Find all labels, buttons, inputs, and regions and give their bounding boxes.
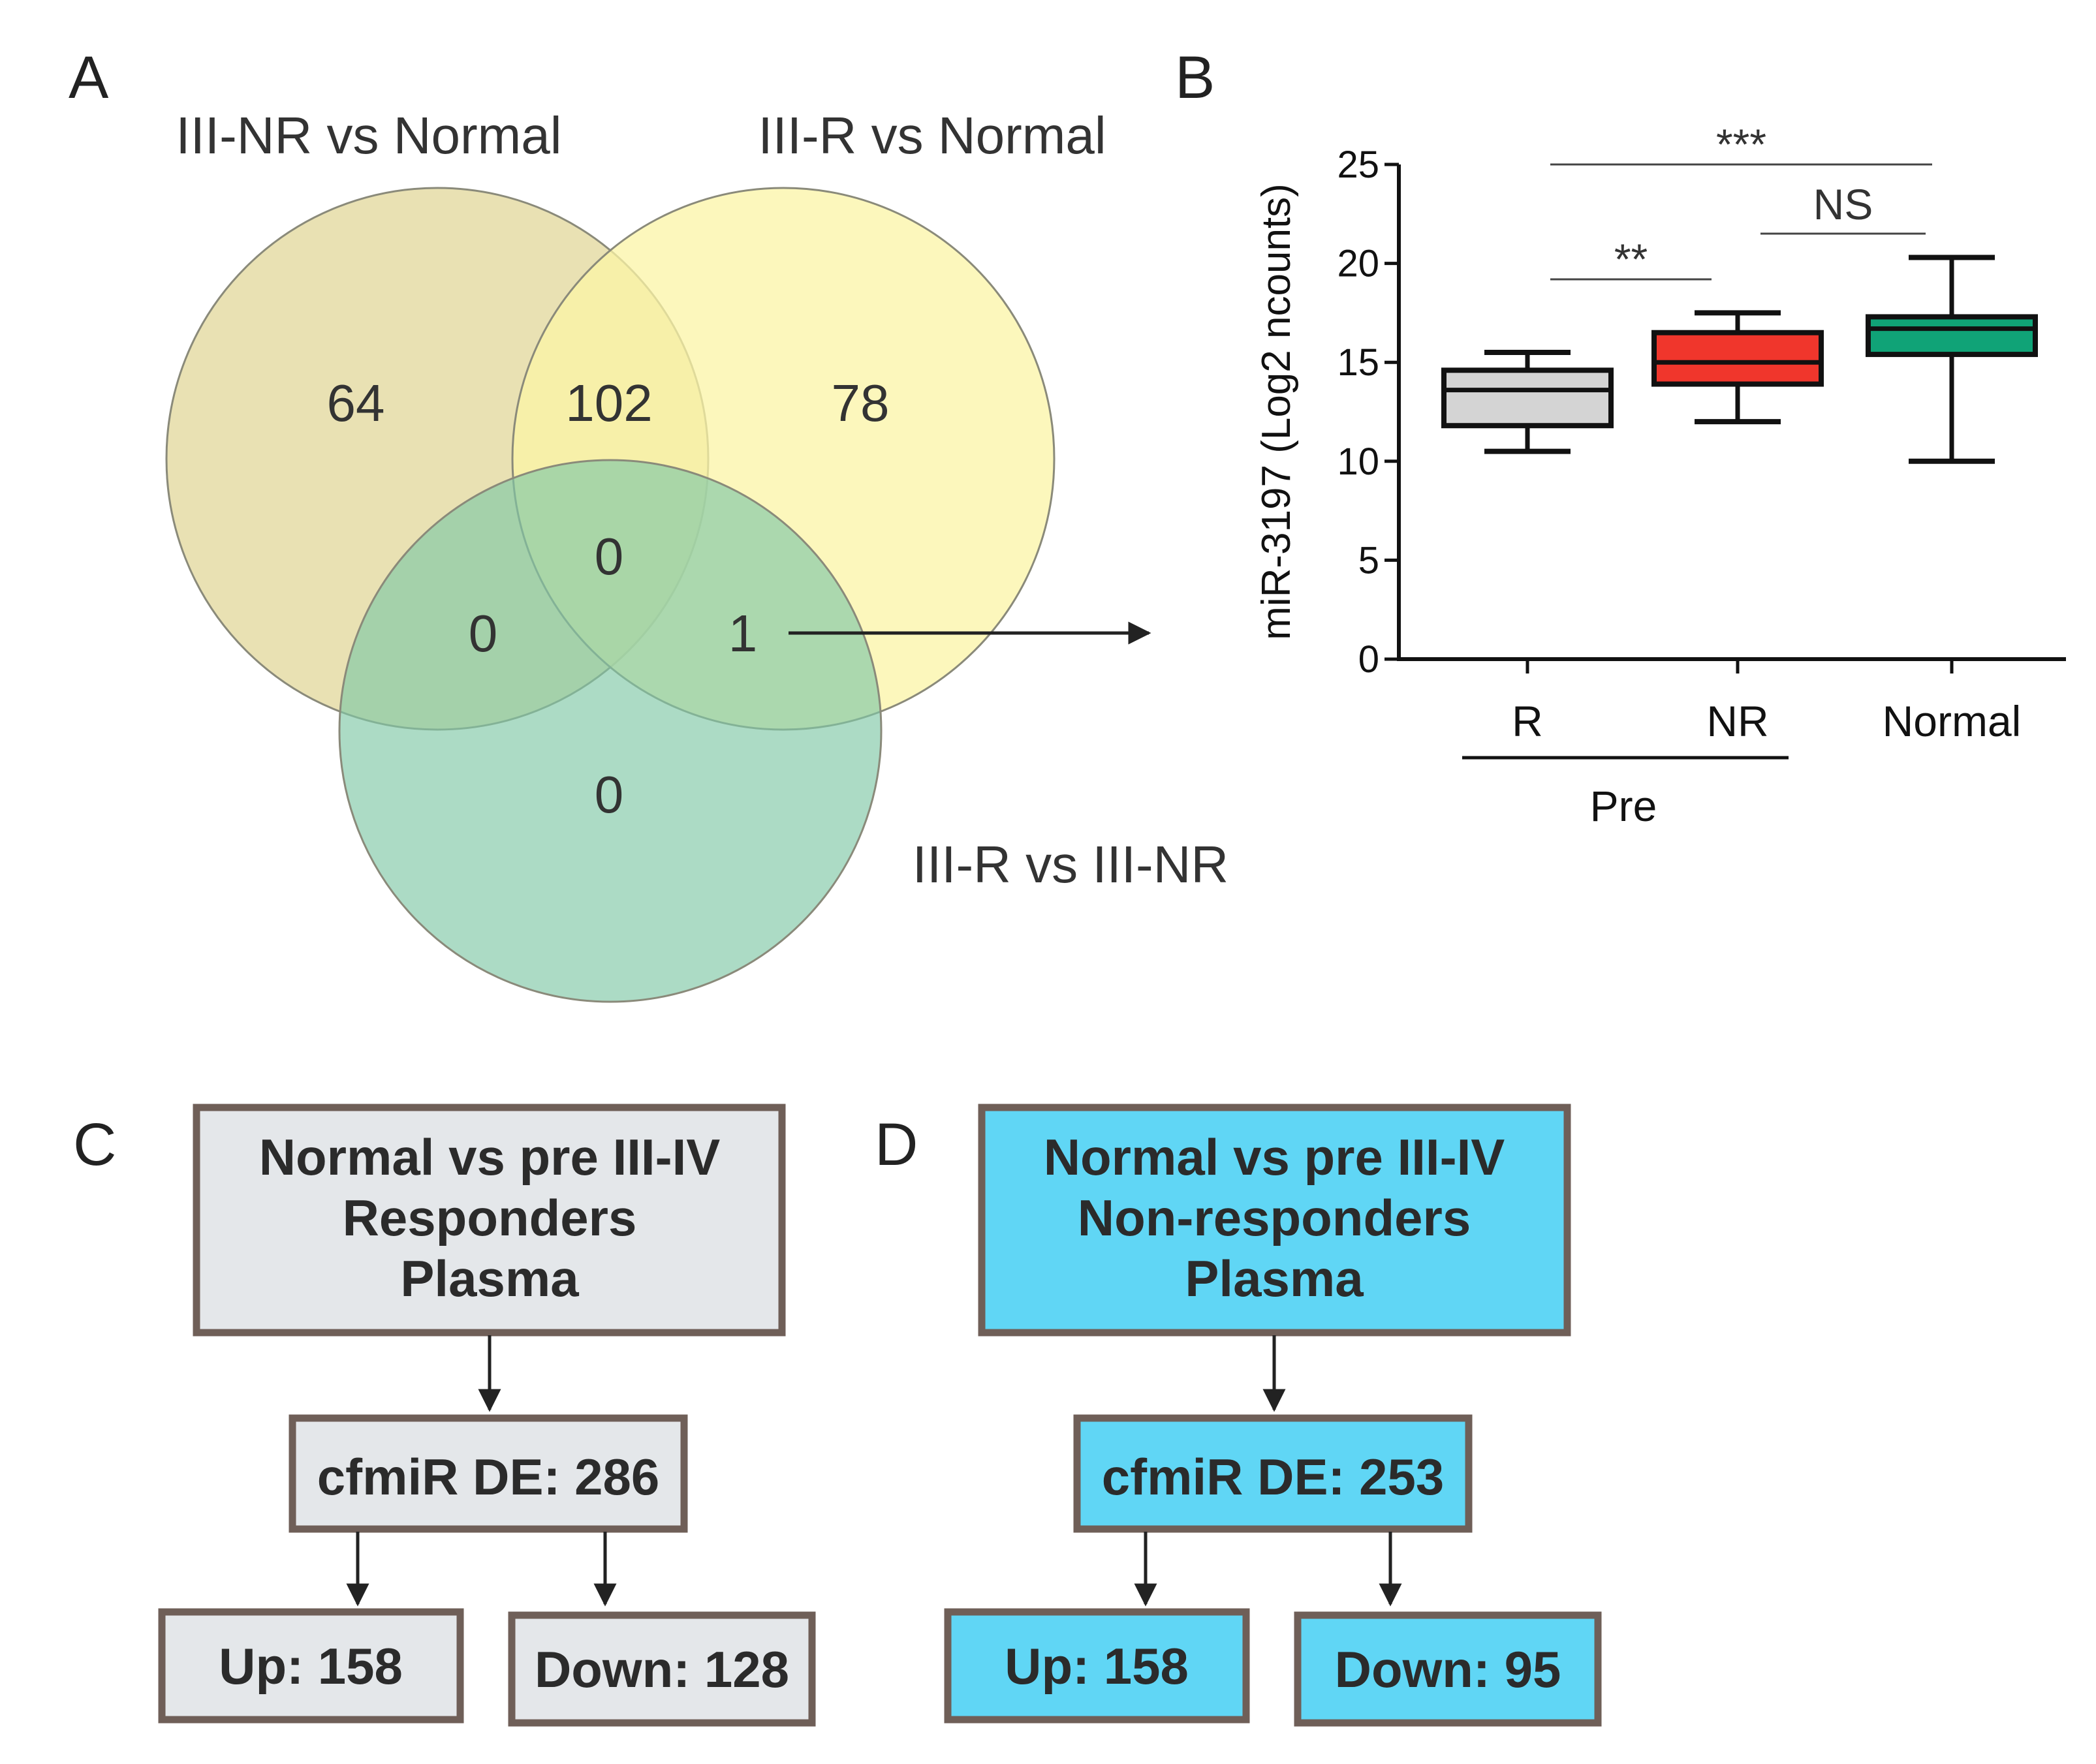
flow-c-top-line-1: Normal vs pre III-IV xyxy=(259,1128,721,1186)
flow-d-up-label: Up: 158 xyxy=(1005,1637,1189,1695)
venn-count-nr-only: 64 xyxy=(327,374,385,432)
y-tick-label-25: 25 xyxy=(1337,144,1379,186)
sig-label-r-nr: ** xyxy=(1614,235,1648,283)
box-plot: miR-3197 (Log2 ncounts) Pre 0 5 10 15 20 25R N… xyxy=(1254,120,2066,830)
box-normal xyxy=(1866,314,2038,358)
flow-d-up-box xyxy=(944,1608,1250,1724)
venn-set-title-r-normal: III-R vs Normal xyxy=(758,106,1106,164)
flow-c-up-box xyxy=(158,1608,464,1724)
flow-d-top-line-1: Normal vs pre III-IV xyxy=(1044,1128,1505,1186)
y-tick-label-5: 5 xyxy=(1358,539,1379,581)
flow-c-up-label: Up: 158 xyxy=(219,1637,403,1695)
flow-c-de-box xyxy=(289,1414,688,1533)
flow-c-down-box xyxy=(508,1611,816,1727)
flow-c-down-label: Down: 128 xyxy=(535,1641,789,1698)
flow-d-de-box xyxy=(1073,1414,1473,1533)
flow-c-de-label: cfmiR DE: 286 xyxy=(317,1448,660,1506)
flow-d: Normal vs pre III-IV Non-responders Plas… xyxy=(944,1104,1602,1727)
flow-c-top-line-2: Responders xyxy=(343,1189,637,1246)
flow-d-de-label: cfmiR DE: 253 xyxy=(1102,1448,1445,1506)
x-label-nr: NR xyxy=(1706,697,1768,745)
flow-c: Normal vs pre III-IV Responders Plasma c… xyxy=(158,1104,816,1727)
y-tick-label-20: 20 xyxy=(1337,243,1379,285)
flow-c-top-box xyxy=(193,1104,786,1337)
y-tick-label-15: 15 xyxy=(1337,341,1379,384)
flow-d-down-label: Down: 95 xyxy=(1335,1641,1561,1698)
flow-d-top-line-2: Non-responders xyxy=(1078,1189,1471,1246)
venn-diagram: III-NR vs Normal III-R vs Normal III-R v… xyxy=(165,106,1228,1003)
venn-count-r-rnr: 1 xyxy=(728,604,758,662)
panel-b-label: B xyxy=(1175,44,1215,111)
venn-count-nr-r: 102 xyxy=(565,374,652,432)
flow-d-top-box xyxy=(978,1104,1571,1337)
venn-set-title-nr-normal: III-NR vs Normal xyxy=(176,106,561,164)
venn-count-all-three: 0 xyxy=(595,527,624,585)
flow-d-down-box xyxy=(1294,1611,1602,1727)
x-label-normal: Normal xyxy=(1883,697,2022,745)
venn-count-nr-rnr: 0 xyxy=(469,604,498,662)
venn-count-rnr-only: 0 xyxy=(595,766,624,824)
sig-label-nr-normal: NS xyxy=(1813,180,1873,228)
group-label-pre: Pre xyxy=(1590,782,1657,830)
x-label-r: R xyxy=(1512,697,1543,745)
venn-circle-r-vs-nr xyxy=(338,459,883,1003)
panel-a-label: A xyxy=(69,44,109,111)
panel-c-label: C xyxy=(73,1111,116,1178)
box-nr xyxy=(1651,330,1824,387)
y-axis-title: miR-3197 (Log2 ncounts) xyxy=(1254,183,1299,640)
flow-c-top-line-3: Plasma xyxy=(400,1250,579,1307)
panel-d-label: D xyxy=(875,1111,918,1178)
flow-d-top-line-3: Plasma xyxy=(1185,1250,1364,1307)
box-r xyxy=(1441,367,1614,429)
venn-count-r-only: 78 xyxy=(832,374,890,432)
sig-label-r-normal: *** xyxy=(1716,120,1766,168)
venn-set-title-r-nr: III-R vs III-NR xyxy=(913,835,1228,893)
y-tick-label-0: 0 xyxy=(1358,638,1379,681)
y-tick-label-10: 10 xyxy=(1337,441,1379,483)
